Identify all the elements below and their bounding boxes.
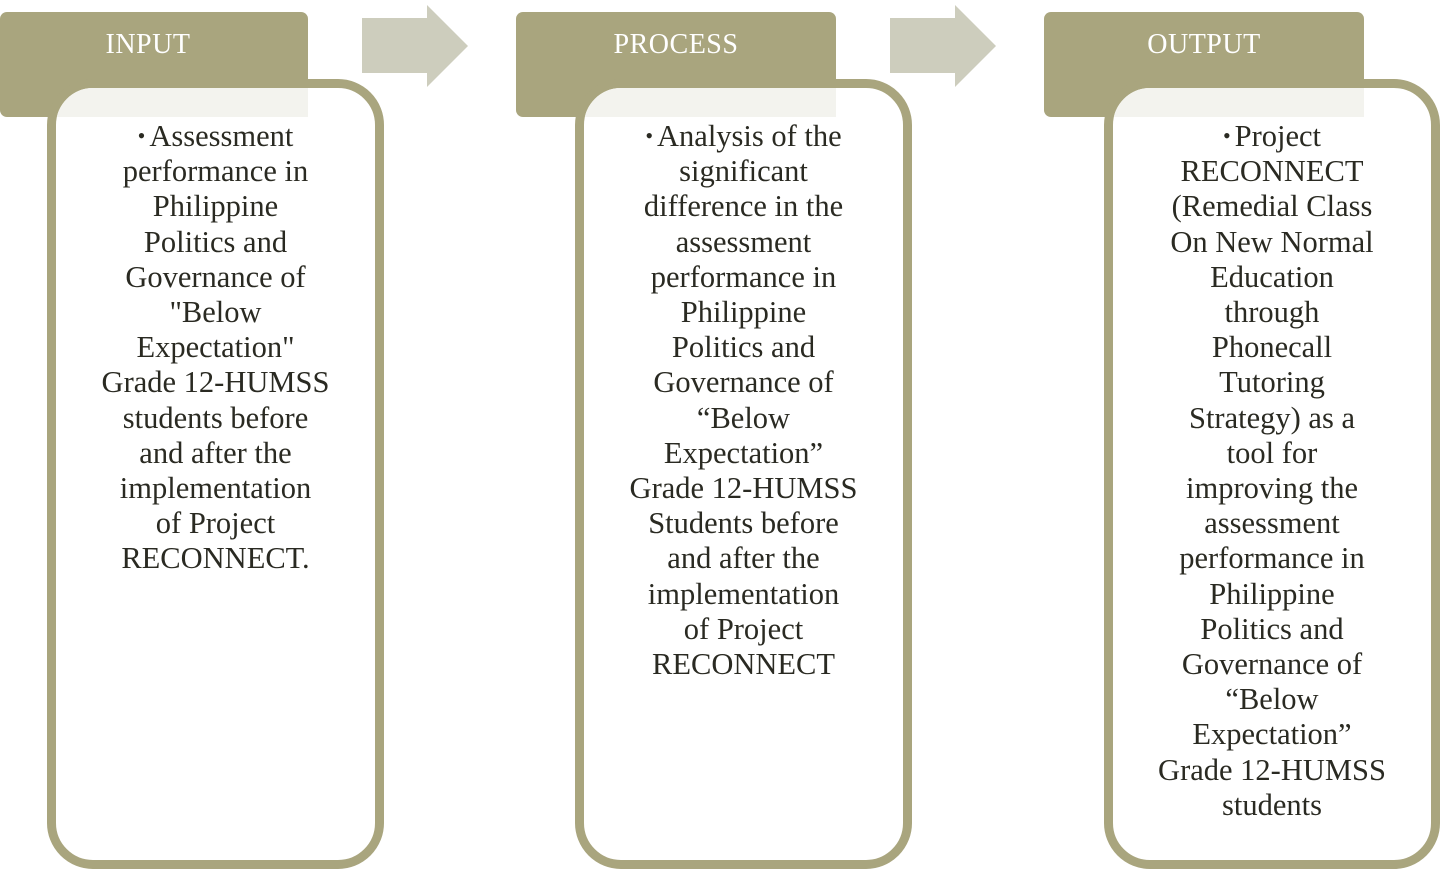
- output-content-box: •Project RECONNECT (Remedial Class On Ne…: [1104, 79, 1440, 869]
- process-text: Analysis of the significant difference i…: [629, 119, 858, 682]
- right-arrow-icon: [362, 5, 468, 87]
- bullet-icon: •: [1222, 123, 1231, 148]
- process-content-box: •Analysis of the significant difference …: [575, 79, 912, 869]
- input-content: •Assessment performance in Philippine Po…: [56, 118, 375, 577]
- bullet-icon: •: [645, 123, 654, 148]
- process-content: •Analysis of the significant difference …: [584, 118, 903, 682]
- output-tab-overlap-tint: [1113, 88, 1364, 117]
- input-text: Assessment performance in Philippine Pol…: [101, 119, 330, 576]
- input-header-label: INPUT: [105, 29, 191, 60]
- output-header-label: OUTPUT: [1147, 29, 1261, 60]
- right-arrow-icon: [890, 5, 996, 87]
- process-tab-overlap-tint: [584, 88, 836, 117]
- output-text: Project RECONNECT (Remedial Class On New…: [1158, 119, 1386, 822]
- process-header-label: PROCESS: [613, 29, 739, 60]
- input-tab-overlap-tint: [56, 88, 308, 117]
- output-content: •Project RECONNECT (Remedial Class On Ne…: [1113, 118, 1431, 823]
- bullet-icon: •: [137, 123, 146, 148]
- input-content-box: •Assessment performance in Philippine Po…: [47, 79, 384, 869]
